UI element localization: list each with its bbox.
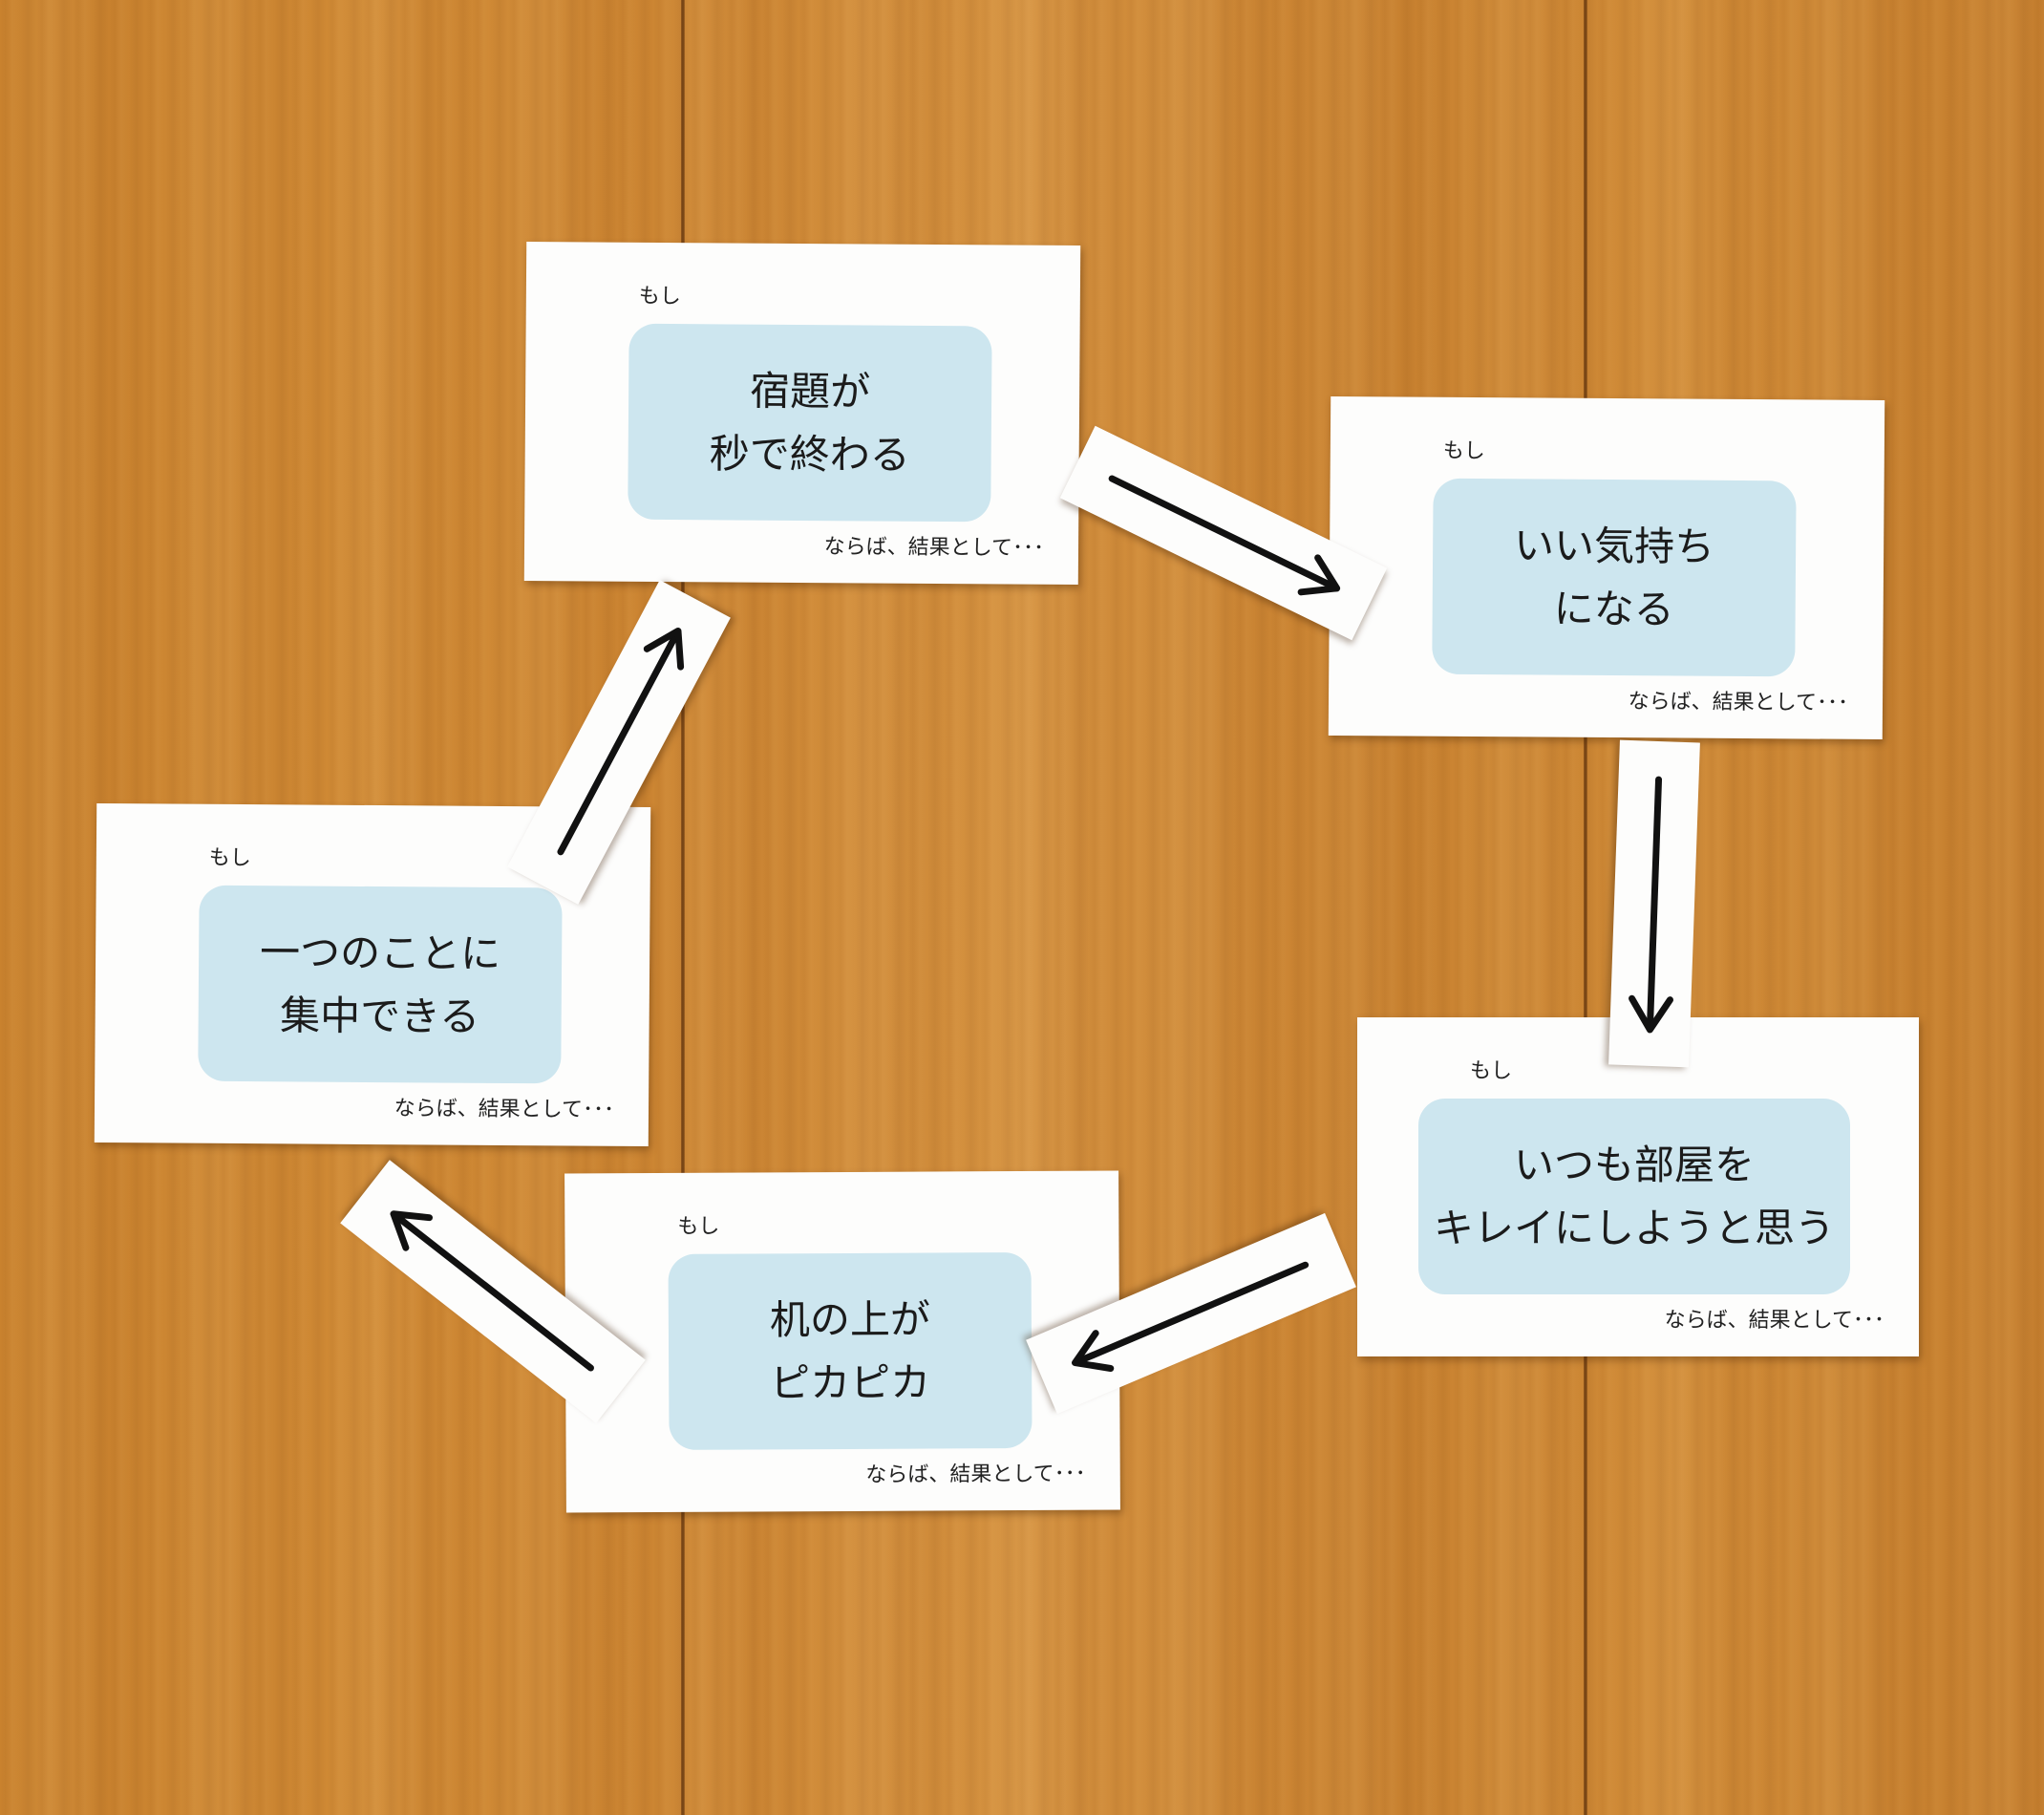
arrow-left-up-icon	[390, 1210, 594, 1372]
if-label: もし	[677, 1214, 720, 1239]
card-text-line: 秒で終わる	[709, 429, 910, 479]
arrow-down-icon	[1629, 776, 1673, 1034]
card-text-line: 宿題が	[749, 367, 871, 415]
arrow-left-down-icon	[1071, 1261, 1309, 1372]
arrow-strip	[1026, 1212, 1356, 1415]
card-text-box: いい気持ち になる	[1432, 478, 1797, 677]
then-label: ならば、結果として･･･	[1628, 690, 1849, 715]
card-text-line: になる	[1553, 585, 1674, 632]
cause-effect-card: もし いい気持ち になる ならば、結果として･･･	[1328, 395, 1885, 740]
then-label: ならば、結果として･･･	[823, 535, 1045, 561]
arrow-strip	[340, 1160, 646, 1423]
card-text-line: 一つのことに	[259, 928, 501, 977]
if-label: もし	[638, 284, 681, 310]
card-text-line: 集中できる	[279, 991, 480, 1040]
cause-effect-card: もし いつも部屋を キレイにしようと思う ならば、結果として･･･	[1357, 1017, 1919, 1356]
then-label: ならば、結果として･･･	[1664, 1309, 1884, 1333]
cause-effect-card: もし 宿題が 秒で終わる ならば、結果として･･･	[523, 241, 1081, 586]
card-text-box: いつも部屋を キレイにしようと思う	[1418, 1099, 1850, 1294]
card-text-box: 宿題が 秒で終わる	[628, 323, 992, 523]
arrow-strip	[1059, 425, 1388, 641]
if-label: もし	[1442, 438, 1485, 464]
arrow-up-right-icon	[557, 627, 685, 856]
card-text-box: 一つのことに 集中できる	[198, 885, 563, 1084]
card-text-line: いつも部屋を	[1513, 1141, 1755, 1188]
card-text-line: キレイにしようと思う	[1433, 1204, 1835, 1251]
card-text-line: 机の上が	[769, 1295, 931, 1343]
arrow-strip	[1608, 739, 1700, 1068]
floor-board-seam	[681, 0, 685, 1815]
arrow-right-down-icon	[1108, 475, 1341, 596]
if-label: もし	[1470, 1059, 1513, 1083]
then-label: ならば、結果として･･･	[394, 1097, 615, 1122]
card-text-line: いい気持ち	[1513, 521, 1715, 570]
arrow-strip	[507, 580, 731, 905]
card-text-line: ピカピカ	[770, 1358, 931, 1406]
if-label: もし	[208, 845, 251, 871]
then-label: ならば、結果として･･･	[865, 1462, 1086, 1487]
floor-board-seam	[1584, 0, 1587, 1815]
card-text-box: 机の上が ピカピカ	[668, 1251, 1033, 1450]
